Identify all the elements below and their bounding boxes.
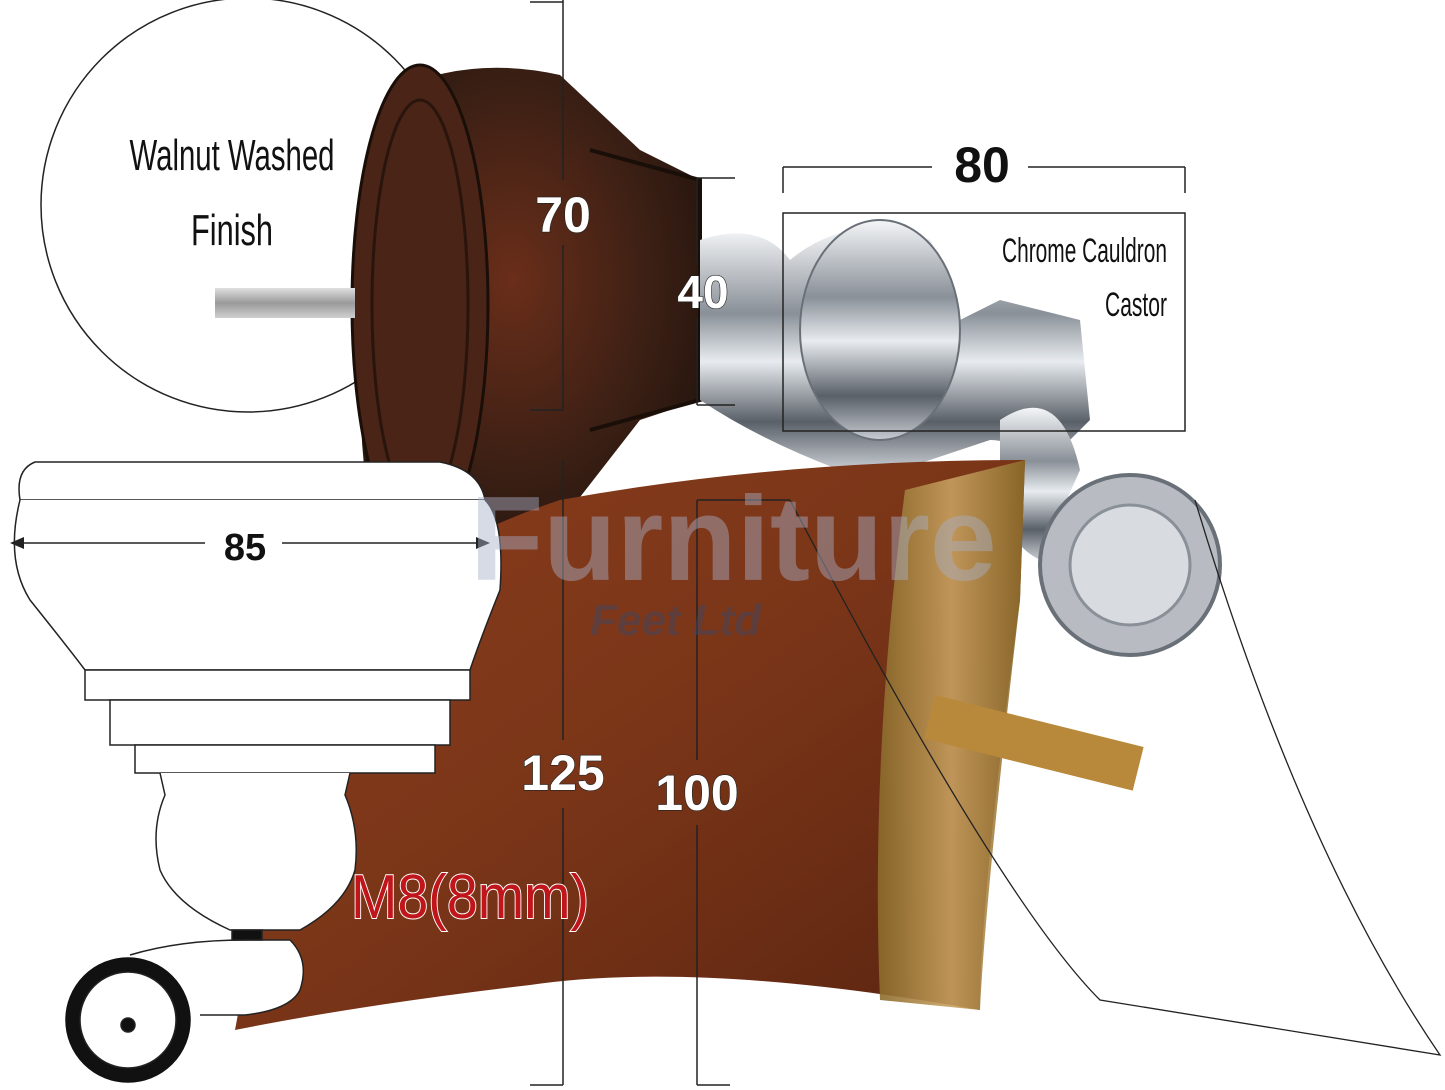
dimension-85: 85 [224, 527, 266, 569]
dimension-lines [12, 0, 1186, 1086]
watermark-line1: Furniture [470, 472, 997, 606]
dimension-40: 40 [677, 266, 728, 318]
watermark: Furniture Feet Ltd [470, 472, 997, 645]
castor-label-line1: Chrome Cauldron [1002, 232, 1167, 270]
castor-label-box [782, 212, 1186, 432]
dimension-100: 100 [655, 765, 738, 821]
dark-wood-foot [215, 63, 702, 547]
dimension-80: 80 [954, 137, 1010, 193]
finish-label-line2: Finish [191, 206, 273, 255]
finish-label-line1: Walnut Washed [130, 131, 335, 180]
castor-label-line2: Castor [1105, 286, 1167, 324]
brass-thread-bolt [924, 695, 1144, 791]
dimension-125: 125 [521, 745, 604, 801]
tapered-profile-outline [789, 499, 1442, 1056]
watermark-line2: Feet Ltd [590, 596, 762, 645]
dimension-70: 70 [535, 187, 591, 243]
silver-thread-bolt [215, 288, 355, 318]
thread-size-label: M8(8mm) [351, 863, 589, 932]
